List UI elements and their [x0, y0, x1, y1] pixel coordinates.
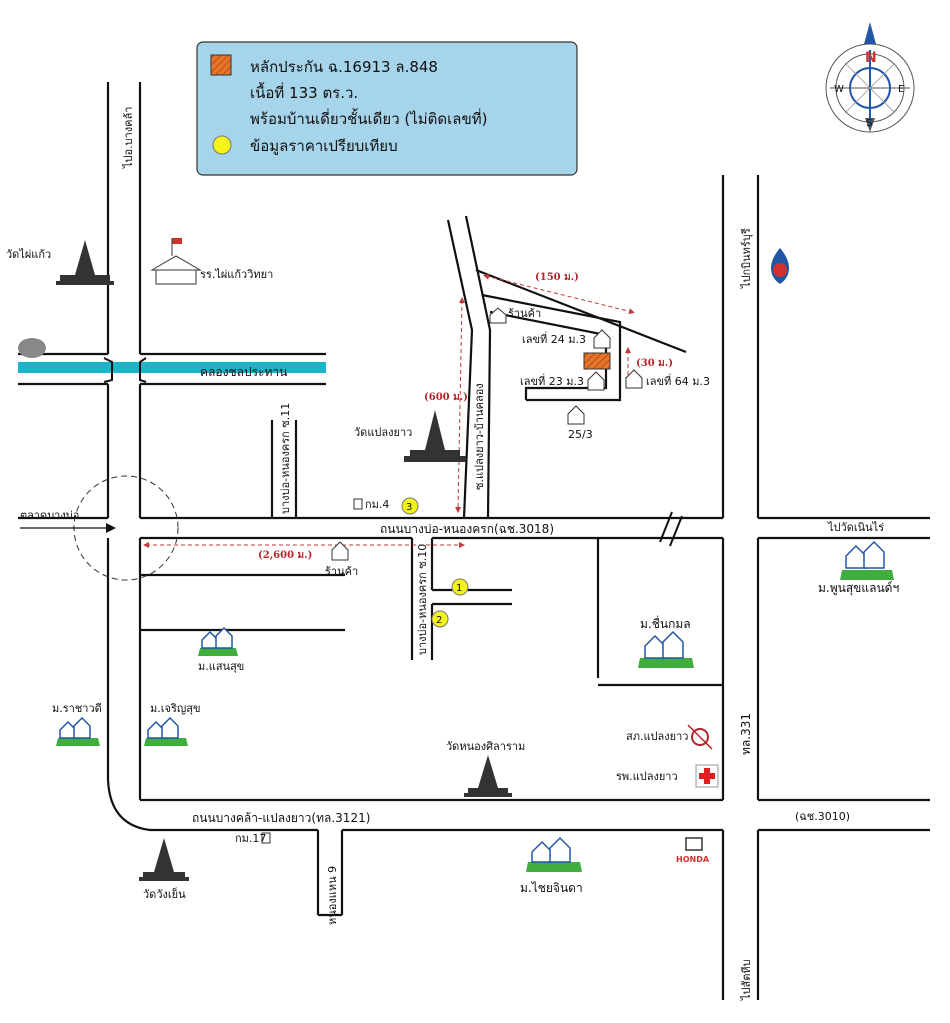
- wat-phai-kaeo-label: วัดไผ่แก้ว: [6, 248, 51, 261]
- nong-nae-label: หนองแหน 9: [326, 866, 339, 925]
- gas-station-icon: [771, 248, 789, 284]
- comparable-marker-3: 3: [401, 497, 419, 515]
- chch-3010-label: (ฉช.3010): [795, 810, 850, 823]
- chuenkamon-label: ม.ชื่นกมล: [640, 615, 691, 631]
- km4-label: กม.4: [365, 498, 389, 511]
- shop-label-1: ร้านค้า: [508, 307, 541, 320]
- distance-150: (150 ม.): [535, 272, 579, 283]
- compass-e: E: [898, 84, 904, 95]
- wat-plaeng-yao-label: วัดแปลงยาว: [354, 426, 412, 439]
- police-label: สภ.แปลงยาว: [626, 730, 688, 743]
- subject-property-plot: [583, 352, 611, 370]
- wat-noen-rai-direction: ไปวัดเนินไร่: [827, 521, 884, 534]
- main-road-label: ถนนบางบ่อ-หนองครก(ฉช.3018): [380, 522, 554, 536]
- canal: คลองชลประทาน: [18, 338, 326, 386]
- shop-label-2: ร้านค้า: [325, 565, 358, 578]
- canal-label: คลองชลประทาน: [200, 365, 287, 379]
- estate-icon-chaijinda: [526, 836, 582, 872]
- legend-house-label: พร้อมบ้านเดี่ยวชั้นเดียว (ไม่ติดเลขที่): [250, 108, 487, 128]
- km4-marker-icon: [353, 498, 363, 510]
- house-24-label: เลขที่ 24 ม.3: [522, 331, 586, 346]
- legend-box: [196, 41, 578, 176]
- house-23-icon: [587, 371, 605, 391]
- shop-icon-2: [331, 541, 349, 561]
- phoonsuk-label: ม.พูนสุขแลนด์ฯ: [818, 581, 899, 596]
- saensuk-label: ม.แสนสุข: [198, 660, 244, 673]
- highway-331-label: ทล.331: [739, 713, 753, 755]
- house-25-icon: [567, 405, 585, 425]
- house-23-label: เลขที่ 23 ม.3: [520, 373, 584, 388]
- kabin-direction: ไปกบินทร์บุรี: [740, 228, 753, 289]
- house-25-label: 25/3: [568, 428, 593, 441]
- distance-600: (600 ม.): [424, 392, 468, 403]
- charoensuk-label: ม.เจริญสุข: [150, 702, 200, 715]
- comparable-marker-2: 2: [431, 610, 449, 628]
- honda-logo: HONDA: [676, 837, 710, 864]
- bang-kla-direction: ไปอ.บางคล้า: [122, 107, 135, 169]
- km17-label: กม.17: [235, 832, 266, 845]
- police-icon: [687, 724, 713, 750]
- wat-phai-kaeo-icon: [56, 240, 114, 285]
- house-64-label: เลขที่ 64 ม.3: [646, 373, 710, 388]
- road-network: [18, 82, 930, 1000]
- south-road-label: ถนนบางคล้า-แปลงยาว(ทล.3121): [192, 811, 370, 825]
- school-label: รร.ไผ่แก้ววิทยา: [200, 268, 273, 281]
- distance-2600: (2,600 ม.): [258, 550, 312, 561]
- estate-icon-chuenkamon: [638, 630, 694, 668]
- chaijinda-label: ม.ไชยจินดา: [520, 881, 583, 895]
- wat-plaeng-yao-icon: [404, 410, 466, 462]
- svg-text:HONDA: HONDA: [676, 855, 710, 864]
- comparable-swatch: [212, 135, 232, 155]
- svg-text:3: 3: [406, 502, 412, 513]
- soi-11-label: บางบ่อ-หนองครก ซ.11: [279, 403, 292, 514]
- hospital-label: รพ.แปลงยาว: [616, 770, 678, 783]
- distance-30: (30 ม.): [636, 358, 673, 369]
- house-24-icon: [593, 329, 611, 349]
- soi-10-label: บางบ่อ-หนองครก ซ.10: [416, 544, 429, 655]
- svg-text:2: 2: [436, 615, 442, 626]
- estate-icon-saensuk: [198, 626, 238, 656]
- subject-property-swatch: [210, 54, 232, 76]
- estate-icon-phoonsuk: [840, 540, 894, 580]
- estate-icon-rachawadi: [56, 716, 100, 746]
- house-64-icon: [625, 369, 643, 389]
- legend-area-label: เนื้อที่ 133 ตร.ว.: [250, 82, 358, 102]
- compass-n: N: [865, 50, 877, 66]
- wat-nong-sila-icon: [464, 755, 512, 797]
- shop-icon-1: [489, 307, 507, 324]
- wat-wang-yen-icon: [139, 838, 189, 881]
- wat-nong-sila-label: วัดหนองศิลาราม: [446, 740, 525, 753]
- talat-bang-bo-label: ตลาดบางบ่อ: [20, 509, 79, 522]
- estate-icon-charoensuk: [144, 716, 188, 746]
- distance-markers: (150 ม.) (30 ม.) (600 ม.) (2,600 ม.): [143, 272, 673, 561]
- hospital-icon: [695, 764, 719, 788]
- compass-rose: N S E W: [825, 22, 915, 133]
- school-icon: [150, 238, 202, 285]
- sattahip-direction: ไปสัตหีบ: [740, 959, 753, 1001]
- compass-s: S: [866, 118, 872, 129]
- compass-w: W: [834, 84, 844, 95]
- soi-plaeng-yao-label: ซ.แปลงยาว-บ้านคลอง: [473, 383, 486, 490]
- rachawadi-label: ม.ราชาวดี: [52, 702, 102, 715]
- wat-wang-yen-label: วัดวังเย็น: [143, 887, 186, 901]
- svg-text:1: 1: [456, 583, 462, 594]
- legend: หลักประกัน ฉ.16913 ล.848 เนื้อที่ 133 ตร…: [196, 41, 578, 176]
- legend-comparable-label: ข้อมูลราคาเปรียบเทียบ: [250, 137, 398, 155]
- comparable-marker-1: 1: [451, 578, 469, 596]
- km17-marker-icon: [261, 832, 271, 844]
- legend-subject-label: หลักประกัน ฉ.16913 ล.848: [250, 58, 438, 76]
